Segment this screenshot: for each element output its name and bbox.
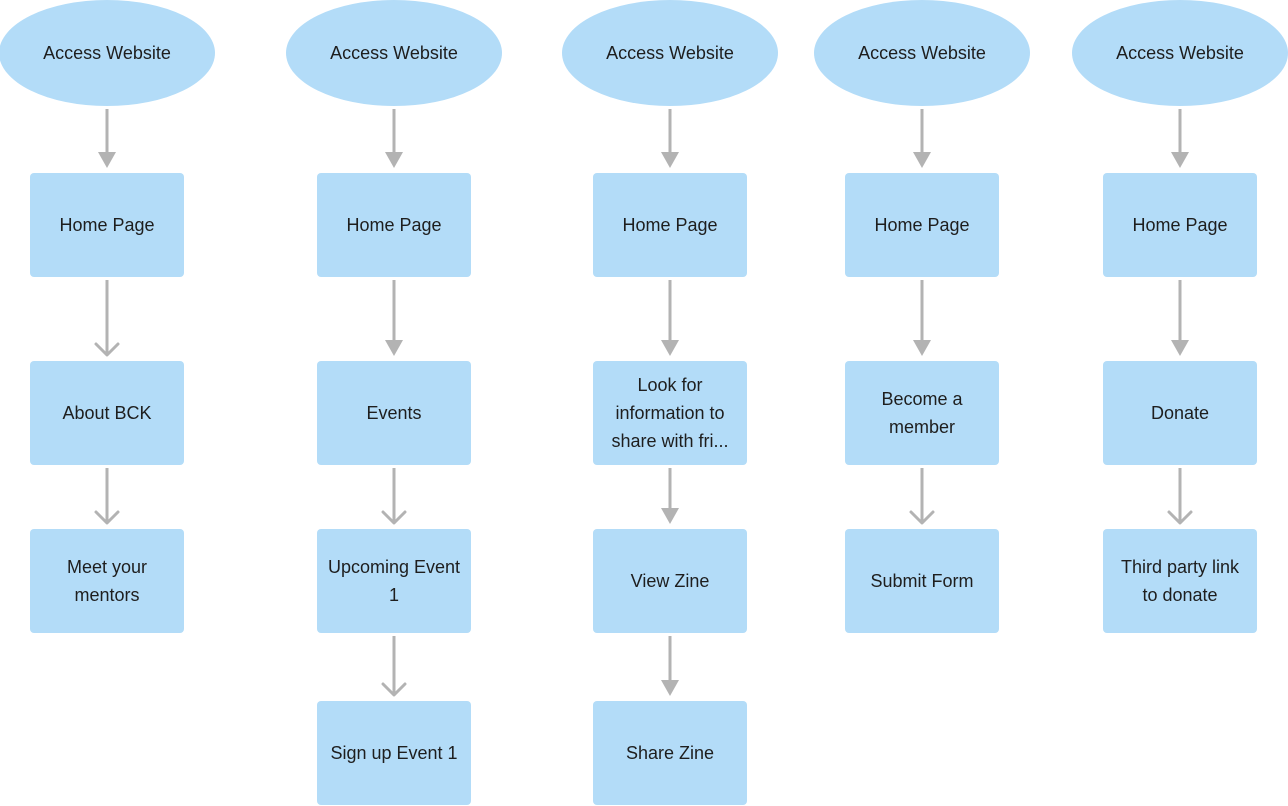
member-flow-step-2: Become a member [845,361,999,465]
about-flow-arrow-2 [94,280,120,357]
member-flow-arrow-3 [909,468,935,525]
about-flow-step-2: About BCK [30,361,184,465]
events-flow-step-1: Home Page [317,173,471,277]
about-flow-step-3: Meet your mentors [30,529,184,633]
member-flow-step-1: Home Page [845,173,999,277]
events-flow-arrow-1 [385,109,403,168]
donate-flow-start-ellipse: Access Website [1072,0,1288,106]
about-flow-arrow-3 [94,468,120,525]
zine-flow-step-4: Share Zine [593,701,747,805]
donate-flow-step-2: Donate [1103,361,1257,465]
zine-flow-step-2: Look for information to share with fri..… [593,361,747,465]
events-flow-arrow-2 [385,280,403,356]
member-flow-arrow-2 [913,280,931,356]
member-flow-arrow-1 [913,109,931,168]
zine-flow-arrow-4 [661,636,679,696]
donate-flow-arrow-1 [1171,109,1189,168]
donate-flow-arrow-3 [1167,468,1193,525]
about-flow-start-ellipse: Access Website [0,0,215,106]
zine-flow-step-1: Home Page [593,173,747,277]
donate-flow-step-3: Third party link to donate [1103,529,1257,633]
events-flow-arrow-4 [381,636,407,697]
about-flow-arrow-1 [98,109,116,168]
member-flow-start-ellipse: Access Website [814,0,1030,106]
zine-flow-arrow-3 [661,468,679,524]
member-flow-step-3: Submit Form [845,529,999,633]
donate-flow-arrow-2 [1171,280,1189,356]
about-flow-step-1: Home Page [30,173,184,277]
donate-flow-step-1: Home Page [1103,173,1257,277]
zine-flow-step-3: View Zine [593,529,747,633]
zine-flow-arrow-2 [661,280,679,356]
events-flow-step-3: Upcoming Event 1 [317,529,471,633]
events-flow-step-2: Events [317,361,471,465]
events-flow-arrow-3 [381,468,407,525]
zine-flow-arrow-1 [661,109,679,168]
events-flow-start-ellipse: Access Website [286,0,502,106]
events-flow-step-4: Sign up Event 1 [317,701,471,805]
zine-flow-start-ellipse: Access Website [562,0,778,106]
